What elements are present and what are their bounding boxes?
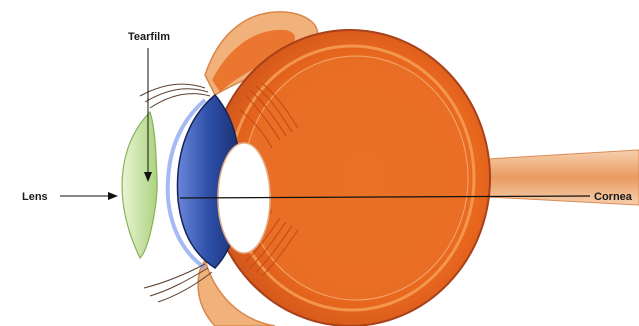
lens-label: Lens xyxy=(22,191,48,203)
contact-lens xyxy=(122,112,157,258)
tearfilm-label: Tearfilm xyxy=(128,31,170,43)
cornea-label: Cornea xyxy=(594,191,633,203)
retina-layer xyxy=(244,56,468,300)
lens-arrowhead xyxy=(108,192,118,200)
